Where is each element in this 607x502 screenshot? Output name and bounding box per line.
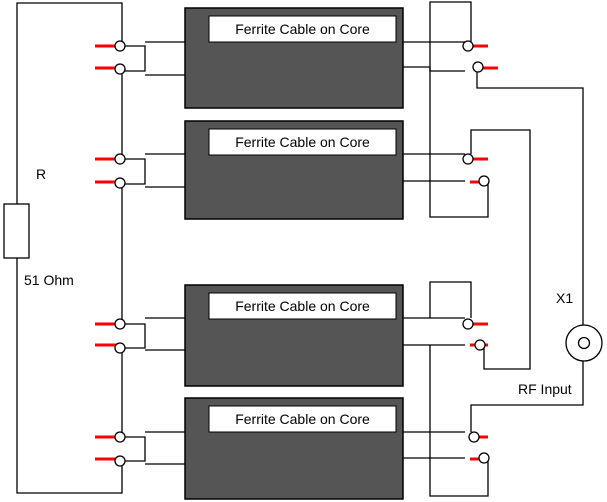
rf-connector [565, 324, 603, 362]
core-title: Ferrite Cable on Core [235, 21, 370, 37]
connector-inner [577, 336, 591, 350]
terminal-right [472, 61, 484, 73]
terminal-right [468, 431, 480, 443]
terminal-left [114, 177, 126, 189]
terminal-left [114, 342, 126, 354]
terminal-left [114, 153, 126, 165]
core-title-box [208, 15, 397, 43]
core-title-box [208, 128, 397, 156]
interconnect-wiring [429, 1, 584, 497]
left-lead-frame [125, 317, 185, 351]
terminal-left [114, 455, 126, 467]
right-lead-frame [403, 41, 465, 72]
terminal-right [478, 175, 490, 187]
terminal-right [474, 339, 486, 351]
terminal-left [114, 431, 126, 443]
core-title: Ferrite Cable on Core [235, 298, 370, 314]
terminal-right [462, 318, 474, 330]
resistor-value: 51 Ohm [24, 272, 74, 288]
terminals [114, 40, 490, 467]
resistor-branch [16, 2, 123, 494]
left-lead-frame [125, 431, 185, 465]
terminal-right [478, 452, 490, 464]
left-lead-frame [125, 153, 185, 188]
resistor-body [3, 203, 30, 259]
terminal-left [114, 40, 126, 52]
right-lead-frame [403, 153, 465, 182]
connector-label: RF Input [518, 381, 572, 397]
core-unit-2: Ferrite Cable on Core [125, 120, 465, 220]
core-title-box [208, 292, 397, 320]
core-unit-1: Ferrite Cable on Core [125, 7, 465, 109]
core-unit-4: Ferrite Cable on Core [125, 397, 465, 500]
resistor-designator: R [36, 166, 46, 182]
terminal-right [462, 153, 474, 165]
core-unit-3: Ferrite Cable on Core [125, 284, 465, 387]
connector-designator: X1 [556, 290, 573, 306]
terminal-right [462, 40, 474, 52]
left-lead-frame [125, 41, 185, 76]
terminal-left [114, 318, 126, 330]
right-lead-frame [403, 431, 465, 459]
core-title-box [208, 405, 397, 433]
right-lead-frame [403, 317, 465, 346]
core-title: Ferrite Cable on Core [235, 134, 370, 150]
terminal-left [114, 63, 126, 75]
core-title: Ferrite Cable on Core [235, 411, 370, 427]
